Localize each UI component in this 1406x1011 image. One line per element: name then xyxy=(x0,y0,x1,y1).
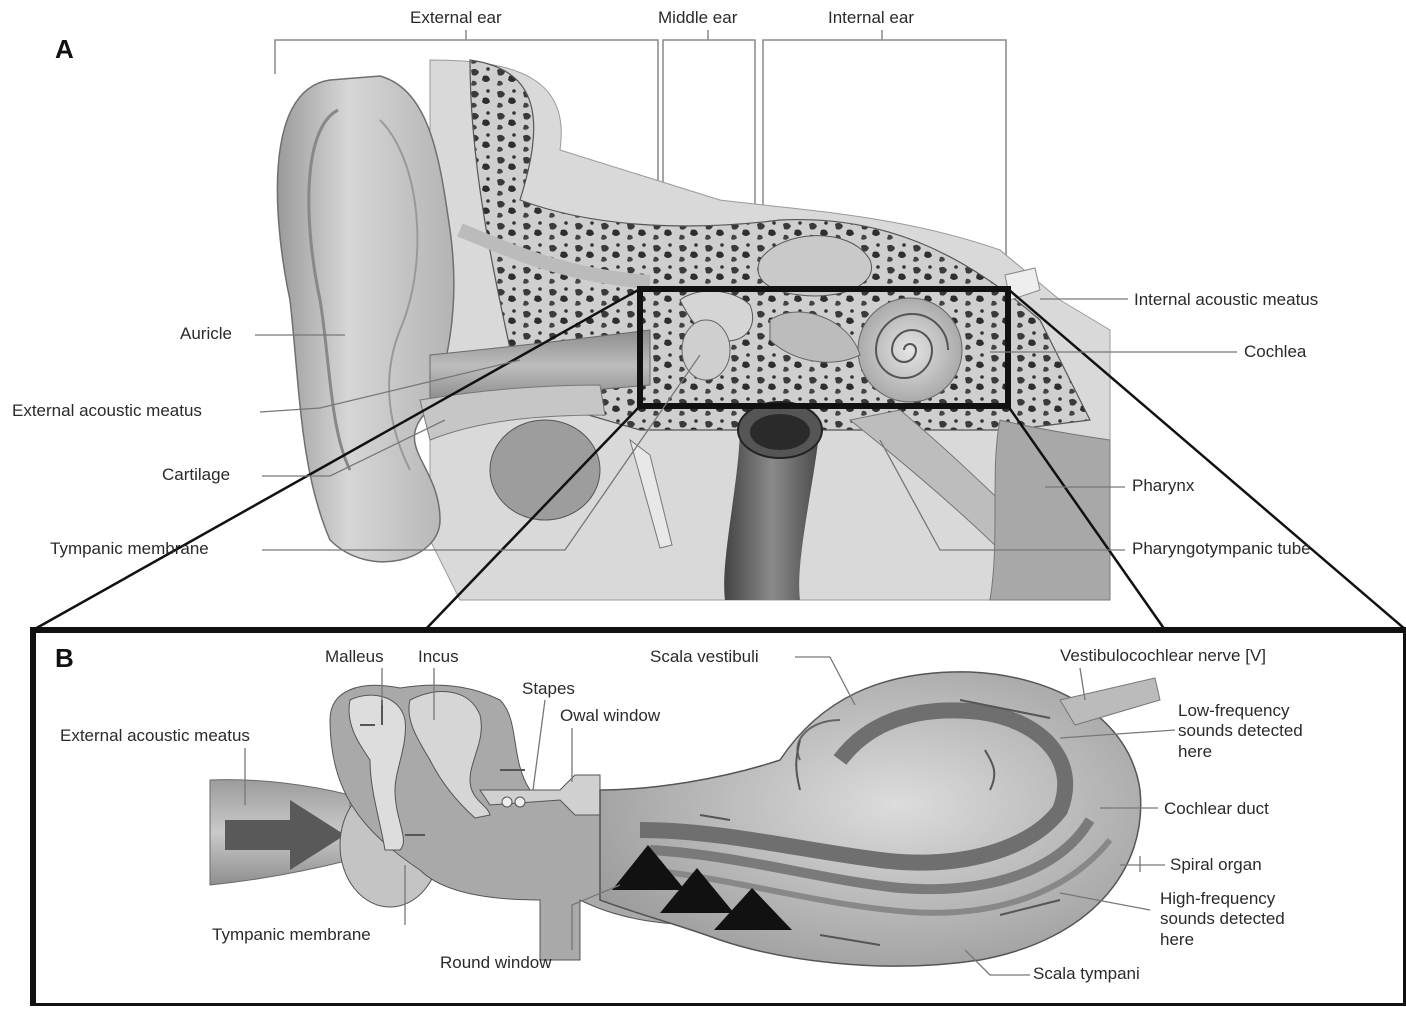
low-frequency-label: Low-frequency sounds detected here xyxy=(1178,701,1303,762)
round-window-label: Round window xyxy=(440,953,552,973)
malleus-label: Malleus xyxy=(325,647,384,667)
oval-window-label: Owal window xyxy=(560,706,660,726)
internal-meatus-label: Internal acoustic meatus xyxy=(1134,290,1318,310)
scala-vestibuli-label: Scala vestibuli xyxy=(650,647,759,667)
cartilage-label: Cartilage xyxy=(162,465,230,485)
tympanic-membrane-label-a: Tympanic membrane xyxy=(50,539,209,559)
middle-ear-label: Middle ear xyxy=(658,8,737,28)
cochlear-duct-label: Cochlear duct xyxy=(1164,799,1269,819)
incus-label: Incus xyxy=(418,647,459,667)
pharynx-label: Pharynx xyxy=(1132,476,1194,496)
scala-tympani-label: Scala tympani xyxy=(1033,964,1140,984)
spiral-organ-label: Spiral organ xyxy=(1170,855,1262,875)
panel-b-letter: B xyxy=(55,643,74,674)
panel-a-letter: A xyxy=(55,34,74,65)
internal-ear-label: Internal ear xyxy=(828,8,914,28)
stapes-label: Stapes xyxy=(522,679,575,699)
external-meatus-label-a: External acoustic meatus xyxy=(12,401,202,421)
auricle-label: Auricle xyxy=(180,324,232,344)
auricle-shape xyxy=(277,76,453,562)
high-frequency-label: High-frequency sounds detected here xyxy=(1160,889,1285,950)
cochlea-label: Cochlea xyxy=(1244,342,1306,362)
tympanic-membrane-label-b: Tympanic membrane xyxy=(212,925,371,945)
external-ear-label: External ear xyxy=(410,8,502,28)
nerve-label: Vestibulocochlear nerve [V] xyxy=(1060,646,1266,666)
external-meatus-label-b: External acoustic meatus xyxy=(60,726,250,746)
vessel-lumen xyxy=(750,414,810,450)
pharynx-shape xyxy=(990,420,1110,600)
pharyngotympanic-label: Pharyngotympanic tube xyxy=(1132,539,1311,559)
